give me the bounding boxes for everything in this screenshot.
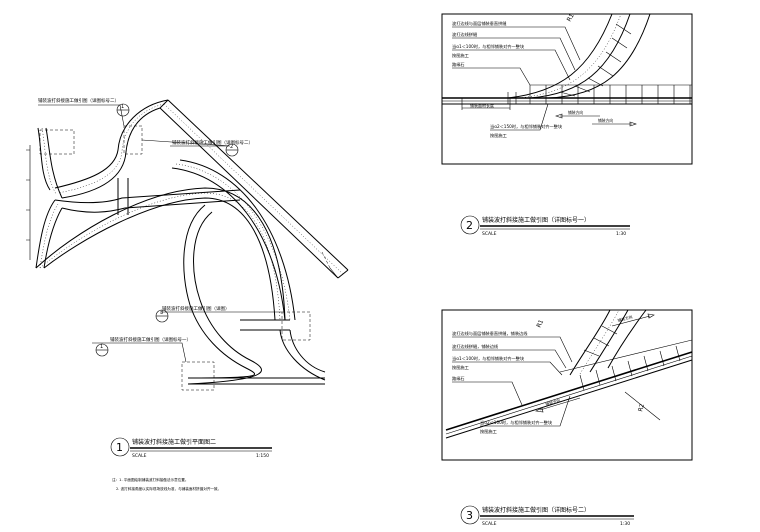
detail-3-arrow-label-1: 铺装方向 <box>617 314 633 323</box>
detail-2: 铺装面材长度 波打边线与面层铺装垂直拼缝 波打边线拼缝 当α1＜100时，与相邻… <box>441 12 693 237</box>
detail-3-label-7: 按图施工 <box>480 428 497 435</box>
plan-title-block: 1 铺装波打斜接施工做引平面图二 SCALE 1:150 <box>110 437 272 459</box>
detail-3-scale-label: SCALE <box>482 521 497 527</box>
detail-3: 波打边线与面层铺装垂直拼缝，铺装边线 波打边线拼缝，铺装边线 当α1＜100时，… <box>441 309 693 527</box>
plan-scale-label: SCALE <box>132 453 147 459</box>
detail-3-radius-2: R2 <box>637 403 646 413</box>
detail-box-left <box>39 129 75 155</box>
paving-band-middle <box>54 178 241 215</box>
detail-2-title-block: 2 铺装波打斜接施工做引图（详图标号一） SCALE 1:30 <box>460 215 630 237</box>
detail-3-title: 铺装波打斜接施工做引图（详图标号二） <box>482 506 590 514</box>
plan-note-2: 2. 波打斜接角度以实际现场放线为准，与铺装面材拼缝对齐一致。 <box>116 486 221 491</box>
detail-2-label-3: 当α1＜100时，与相邻铺装对齐一整块 <box>452 43 525 50</box>
plan-callout-mid: 铺装波打斜接施工做引图（详图） <box>162 305 230 312</box>
svg-text:3: 3 <box>160 310 163 316</box>
plan-callout-top-left: 铺装波打斜接施工做引图（详图标号二） <box>38 97 119 104</box>
svg-text:2: 2 <box>230 144 233 150</box>
detail-2-scale-label: SCALE <box>482 231 497 237</box>
plan-scale-value: 1:150 <box>256 453 269 459</box>
detail-box-mid <box>281 311 311 341</box>
plan-note-1: 注：1. 平面图绘制铺装波打斜接做法示意位置。 <box>112 477 188 482</box>
plan-marker-b[interactable]: 2 <box>225 143 239 157</box>
detail-2-scale-value: 1:30 <box>616 231 626 237</box>
plan-callout-top-center: 铺装波打斜接施工做引图（详图标号二） <box>172 139 253 146</box>
paving-big-arc <box>35 159 296 321</box>
svg-text:1: 1 <box>116 441 123 454</box>
plan-callout-bottom: 铺装波打斜接施工做引图（详图标号一） <box>110 336 191 343</box>
svg-text:1: 1 <box>100 344 103 350</box>
detail-box-bottom <box>181 361 215 391</box>
detail-2-label-2: 波打边线拼缝 <box>452 31 478 38</box>
detail-3-label-2: 波打边线拼缝，铺装边线 <box>452 343 499 350</box>
detail-2-arrow-label-1: 铺装方向 <box>568 110 583 115</box>
paving-left-lobe <box>26 127 63 269</box>
plan-view: 铺装波打斜接施工做引图（详图标号二） 铺装波打斜接施工做引图（详图标号二） 铺装… <box>26 97 349 491</box>
detail-2-label-7: 按图施工 <box>490 132 507 139</box>
detail-2-label-5: 路缘石 <box>452 61 465 68</box>
detail-3-label-3: 当α1＜100时，与相邻铺装对齐一整块 <box>452 355 525 362</box>
detail-2-dim-label: 铺装面材长度 <box>470 102 494 108</box>
detail-2-label-4: 按图施工 <box>452 52 469 59</box>
detail-3-radius-1: R1 <box>535 318 545 328</box>
paving-band-diagonal <box>159 99 349 279</box>
detail-3-label-5: 路缘石 <box>452 375 465 382</box>
plan-marker-c[interactable]: 3 <box>155 309 169 323</box>
plan-title: 铺装波打斜接施工做引平面图二 <box>132 438 216 446</box>
detail-3-label-4: 按图施工 <box>452 364 469 371</box>
detail-2-frame <box>441 13 693 165</box>
detail-3-title-block: 3 铺装波打斜接施工做引图（详图标号二） SCALE 1:30 <box>460 505 634 527</box>
paving-bottom-u <box>183 204 326 385</box>
detail-2-label-6: 当α2＜150时，与相邻铺装对齐一整块 <box>490 123 563 130</box>
plan-marker-d[interactable]: 1 <box>95 343 109 357</box>
detail-3-arrow-label-2: 铺装方向 <box>545 398 561 407</box>
detail-2-title: 铺装波打斜接施工做引图（详图标号一） <box>482 216 590 224</box>
svg-text:1: 1 <box>121 104 124 110</box>
detail-3-label-6: 当α2＜100时，与相邻铺装对齐一整块 <box>480 419 553 426</box>
plan-marker-a[interactable]: 1 <box>116 103 130 117</box>
detail-2-arrow-label-2: 铺装方向 <box>598 118 613 123</box>
paving-band-upper-left <box>54 99 169 199</box>
svg-text:2: 2 <box>466 219 473 232</box>
detail-3-label-1: 波打边线与面层铺装垂直拼缝，铺装边线 <box>452 330 528 337</box>
svg-text:3: 3 <box>466 509 473 522</box>
detail-2-radius: R1 <box>566 12 576 23</box>
detail-3-scale-value: 1:30 <box>620 521 630 527</box>
detail-2-label-1: 波打边线与面层铺装垂直拼缝 <box>452 20 507 27</box>
detail-3-frame <box>441 309 693 461</box>
